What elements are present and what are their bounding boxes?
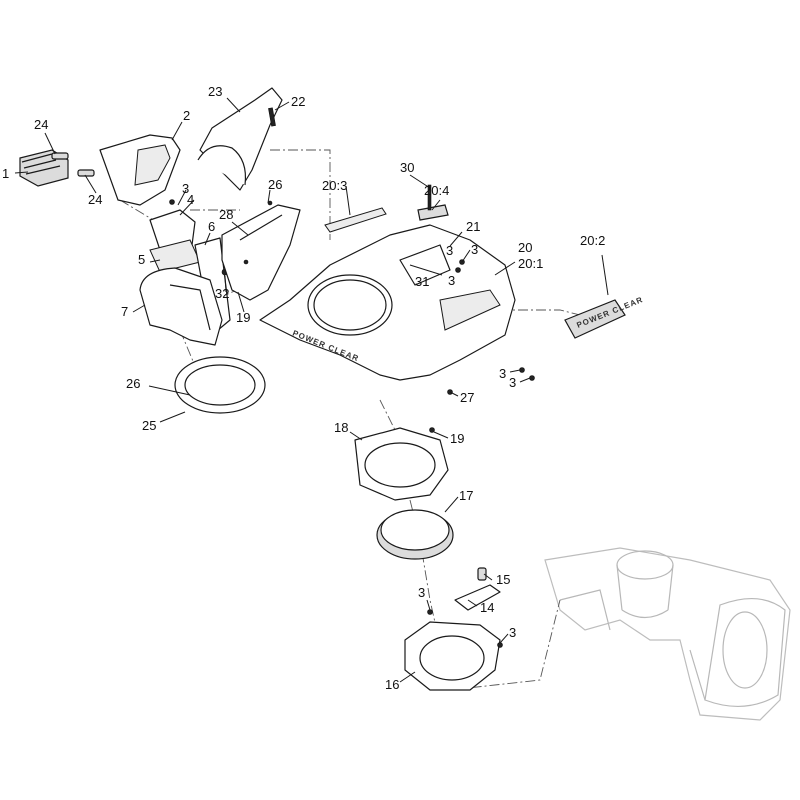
- callout-31: 31: [415, 274, 429, 289]
- callout-3: 3: [446, 243, 453, 258]
- callout-3: 3: [509, 625, 516, 640]
- callout-26: 26: [268, 177, 282, 192]
- callout-leader-lines: [14, 97, 609, 683]
- part-7-chute-body: [139, 267, 223, 346]
- part-24-springs: [51, 152, 95, 177]
- part-30-rod: [427, 184, 432, 211]
- part-22-bolt: [268, 107, 276, 127]
- part-20-2-decal: POWER CLEAR: [564, 295, 645, 339]
- callout-16: 16: [385, 677, 399, 692]
- part-23-chute-cover: [197, 87, 283, 191]
- part-14-latch-lever: [454, 584, 501, 611]
- callout-6: 6: [208, 219, 215, 234]
- part-5-chute-plate: [149, 239, 201, 273]
- callout-3: 3: [471, 242, 478, 257]
- callout-26: 26: [126, 376, 140, 391]
- part-16-base-ring-plate: [404, 621, 501, 691]
- callout-30: 30: [400, 160, 414, 175]
- callout-20-3: 20:3: [322, 178, 347, 193]
- part-18-ring-plate: [354, 427, 449, 501]
- callout-32: 32: [215, 286, 229, 301]
- callout-3: 3: [418, 585, 425, 600]
- callout-20-4: 20:4: [424, 183, 449, 198]
- callout-3: 3: [499, 366, 506, 381]
- callout-19: 19: [236, 310, 250, 325]
- part-25-chute-ring: [174, 356, 266, 414]
- part-20-4-decal: [417, 204, 449, 221]
- callout-5: 5: [138, 252, 145, 267]
- callout-19: 19: [450, 431, 464, 446]
- callout-18: 18: [334, 420, 348, 435]
- callout-20: 20: [518, 240, 532, 255]
- callout-17: 17: [459, 488, 473, 503]
- callout-20-1: 20:1: [518, 256, 543, 271]
- callout-14: 14: [480, 600, 494, 615]
- callout-22: 22: [291, 94, 305, 109]
- callout-3: 3: [448, 273, 455, 288]
- callout-labels: 1 2 3 3 3 3 3 3 3 3 4 5 6 7 14 15 16 17 …: [2, 84, 605, 692]
- part-2-handle-bracket: [99, 134, 181, 206]
- callout-7: 7: [121, 304, 128, 319]
- callout-28: 28: [219, 207, 233, 222]
- part-4-chute-bracket: [149, 209, 196, 251]
- callout-25: 25: [142, 418, 156, 433]
- callout-2: 2: [183, 108, 190, 123]
- callout-15: 15: [496, 572, 510, 587]
- callout-3: 3: [509, 375, 516, 390]
- callout-24: 24: [34, 117, 48, 132]
- part-17-gear-ring: [376, 509, 454, 560]
- callout-3: 3: [182, 181, 189, 196]
- part-20-3-decal: [324, 207, 387, 233]
- hardware-bolts: [169, 199, 535, 648]
- callout-27: 27: [460, 390, 474, 405]
- callout-24: 24: [88, 192, 102, 207]
- part-28-chute-column: [221, 204, 301, 301]
- callout-21: 21: [466, 219, 480, 234]
- callout-23: 23: [208, 84, 222, 99]
- part-15-spring: [477, 567, 487, 581]
- frame-ghost-assembly: [544, 547, 791, 721]
- callout-1: 1: [2, 166, 9, 181]
- part-20-main-housing: POWER CLEAR: [259, 224, 516, 381]
- callout-4: 4: [187, 192, 194, 207]
- callout-20-2: 20:2: [580, 233, 605, 248]
